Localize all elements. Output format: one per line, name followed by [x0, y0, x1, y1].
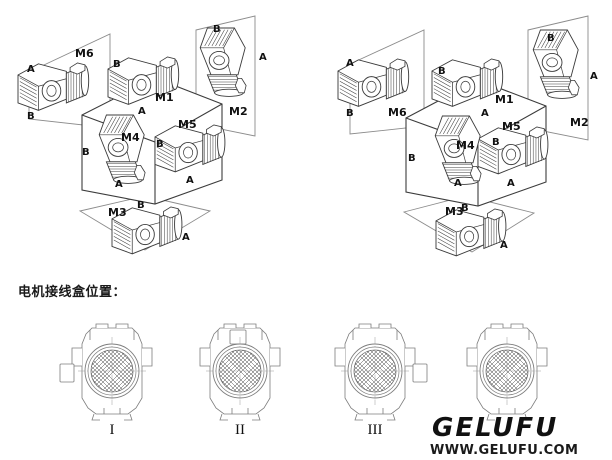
label-M1: M1: [495, 93, 514, 106]
section-title: 电机接线盒位置：: [18, 285, 127, 300]
mounting-positions-right: M1 M2 M3 M4 M5 M6 A B A B A B A B A B A …: [306, 0, 612, 270]
gearmotor-M2: [199, 27, 247, 97]
label-M3: M3: [108, 206, 127, 219]
label-M2: M2: [570, 116, 589, 129]
label-M2-B: B: [213, 24, 221, 35]
label-M6-B: B: [346, 108, 354, 119]
watermark: GELUFU WWW.GELUFU.COM: [426, 412, 608, 458]
label-M4-B: B: [82, 147, 90, 158]
mounting-positions-left: M1 M2 M3 M4 M5 M6 A B A B A B A B A B A …: [0, 0, 306, 270]
terminal-box-position-2: II: [170, 322, 310, 460]
position-code-labels: M1 M2 M3 M4 M5 M6: [75, 47, 248, 219]
shaft-end-labels: A B A B A B A B A B A B: [346, 33, 598, 251]
numeral-label: III: [367, 422, 383, 438]
shaft-end-labels: A B A B A B A B A B A B: [27, 24, 267, 243]
label-M6-A: A: [27, 64, 35, 75]
label-M2: M2: [229, 105, 248, 118]
numeral-label: I: [109, 422, 115, 438]
label-M6-A: A: [346, 58, 354, 69]
label-M1-B: B: [113, 59, 121, 70]
label-M3-A: A: [500, 240, 508, 251]
position-code-labels: M1 M2 M3 M4 M5 M6: [388, 93, 589, 218]
label-M5: M5: [178, 118, 197, 131]
label-M1-A: A: [138, 106, 146, 117]
label-M4: M4: [121, 131, 140, 144]
label-M5-B: B: [156, 139, 164, 150]
label-M5-B: B: [492, 137, 500, 148]
watermark-url: WWW.GELUFU.COM: [430, 443, 578, 458]
gearmotor-M2: [532, 29, 580, 99]
label-M1-B: B: [438, 66, 446, 77]
numeral-label: II: [235, 422, 245, 438]
terminal-box-position-1: I: [42, 322, 182, 460]
label-M3: M3: [445, 205, 464, 218]
label-M5-A: A: [507, 178, 515, 189]
label-M3-B: B: [461, 203, 469, 214]
label-M4: M4: [456, 139, 475, 152]
terminal-box-position-3: III: [305, 322, 445, 460]
label-M6: M6: [75, 47, 94, 60]
label-M1: M1: [155, 91, 174, 104]
label-M2-A: A: [590, 71, 598, 82]
label-M3-A: A: [182, 232, 190, 243]
label-M1-A: A: [481, 108, 489, 119]
terminal-box-views-row: I: [0, 322, 612, 460]
label-M2-A: A: [259, 52, 267, 63]
watermark-brand: GELUFU: [432, 413, 558, 443]
label-M3-B: B: [137, 200, 145, 211]
terminal-box-position-4: [437, 322, 577, 460]
label-M4-B: B: [408, 153, 416, 164]
label-M4-A: A: [454, 178, 462, 189]
label-M5-A: A: [186, 175, 194, 186]
label-M5: M5: [502, 120, 521, 133]
label-M6: M6: [388, 106, 407, 119]
label-M2-B: B: [547, 33, 555, 44]
label-M6-B: B: [27, 111, 35, 122]
label-M4-A: A: [115, 179, 123, 190]
